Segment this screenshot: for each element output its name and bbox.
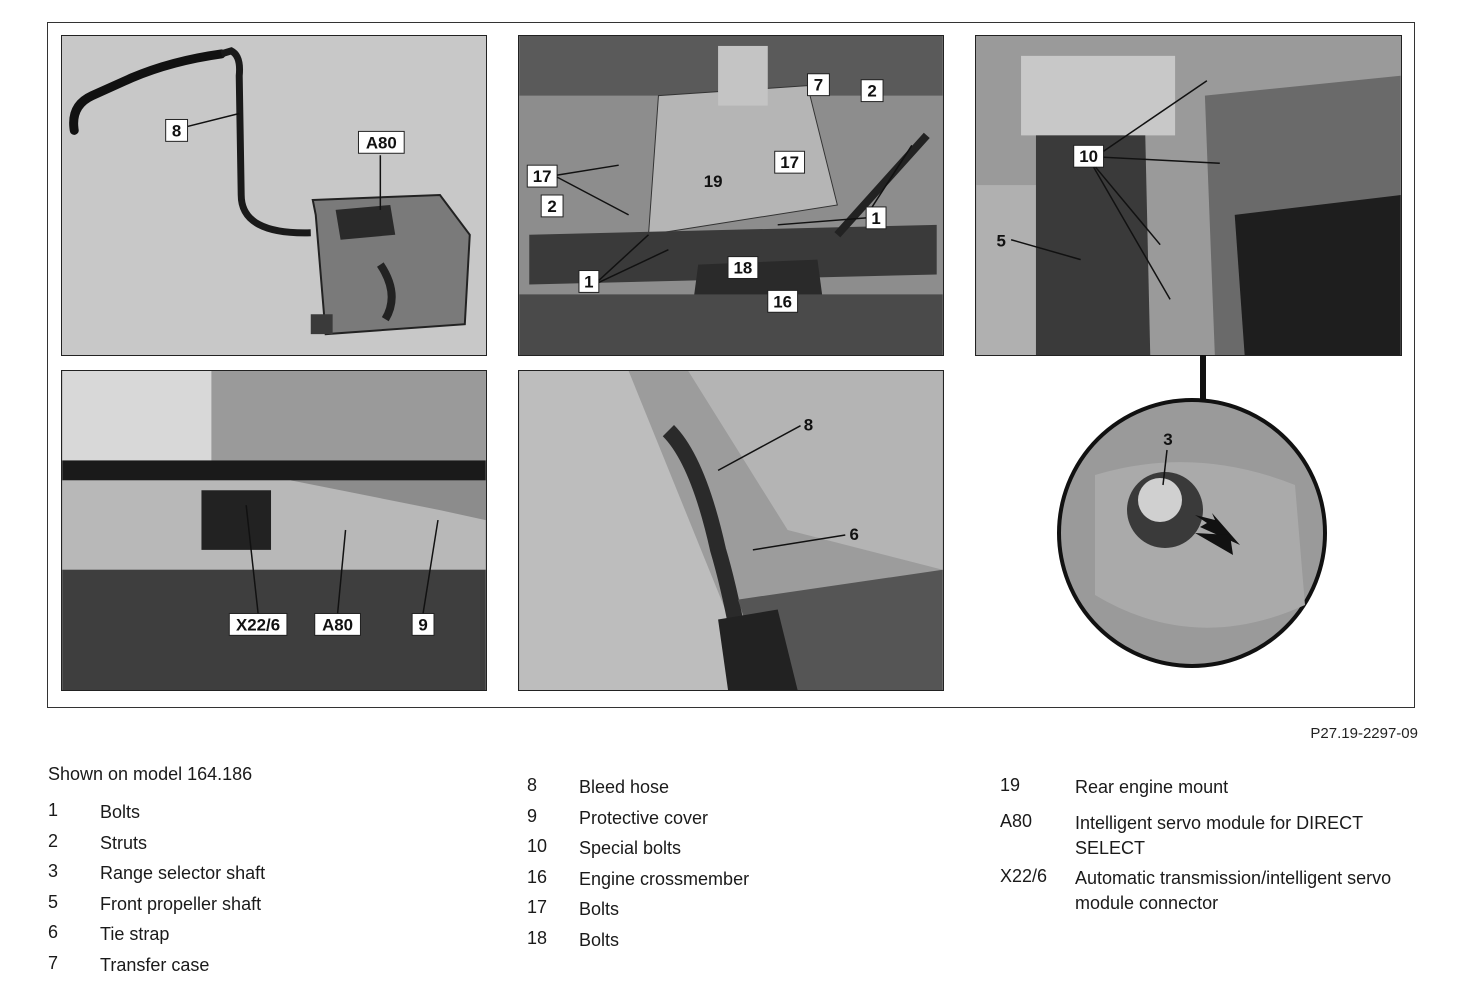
callout-17-right: 17	[780, 153, 799, 172]
legend-column-3: 19 Rear engine mount A80 Intelligent servo…	[1000, 775, 1420, 921]
legend-value: Bleed hose	[579, 777, 670, 797]
callout-5: 5	[996, 232, 1005, 251]
legend-value: Transfer case	[100, 954, 210, 975]
legend-key: 2	[48, 830, 59, 851]
callout-8: 8	[804, 416, 813, 435]
figure-id: P27.19-2297-09	[1310, 725, 1418, 742]
legend-row: 17 Bolts	[527, 897, 927, 928]
propeller-shaft-illustration: 10 5	[976, 36, 1401, 355]
callout-x22-6: X22/6	[236, 615, 280, 634]
legend-value: Intelligent servo module for DIRECT SELE…	[1075, 813, 1363, 858]
legend-row: 18 Bolts	[527, 928, 927, 959]
callout-16: 16	[773, 292, 792, 311]
legend-column-1: 1 Bolts 2 Struts 3 Range selector shaft 5 Fr…	[48, 800, 448, 983]
legend-row: 2 Struts	[48, 831, 448, 862]
arrow-icon	[1195, 533, 1233, 555]
legend-key: 7	[48, 952, 59, 973]
legend-key: 17	[527, 897, 548, 917]
callout-2-left: 2	[547, 197, 556, 216]
legend-value: Automatic transmission/intelligent servo…	[1075, 868, 1392, 913]
callout-18: 18	[734, 259, 753, 278]
legend-value: Bolts	[579, 929, 620, 950]
legend-row: X22/6 Automatic transmission/intelligent …	[1000, 866, 1420, 921]
panel-servo-module-overview: 8 A80	[61, 35, 487, 356]
callout-9: 9	[418, 615, 427, 634]
legend-key: 5	[48, 891, 59, 912]
legend-key: X22/6	[1000, 866, 1048, 886]
legend-value: Bolts	[579, 899, 620, 919]
legend-key: 3	[48, 861, 59, 881]
connector-illustration: X22/6 A80 9	[62, 371, 486, 690]
callout-10: 10	[1079, 147, 1098, 166]
panel-transfer-case-underside: 7 2 17 19 17 2 1 1 18 16	[518, 35, 944, 356]
legend-value: Special bolts	[579, 838, 682, 858]
legend-row: 10 Special bolts	[527, 836, 927, 867]
legend-key: 16	[527, 866, 548, 887]
callout-a80: A80	[366, 133, 397, 152]
panel-bleed-hose: 8 6	[518, 370, 944, 691]
callout-7: 7	[814, 76, 823, 95]
legend-value: Rear engine mount	[1075, 777, 1229, 797]
legend-row: 7 Transfer case	[48, 953, 448, 984]
legend-key: 9	[527, 805, 538, 826]
legend-value: Protective cover	[579, 807, 709, 828]
legend-row: 5 Front propeller shaft	[48, 892, 448, 923]
legend-value: Tie strap	[100, 924, 170, 944]
legend-key: 8	[527, 775, 538, 795]
legend-key: 19	[1000, 775, 1021, 795]
callout-1-left: 1	[584, 272, 593, 291]
legend-key: A80	[1000, 811, 1033, 831]
callout-6: 6	[850, 525, 859, 544]
legend-value: Engine crossmember	[579, 868, 750, 889]
panel-connector-closeup: X22/6 A80 9	[61, 370, 487, 691]
panel-propeller-shaft: 10 5	[975, 35, 1402, 356]
transfer-case-illustration: 7 2 17 19 17 2 1 1 18 16	[519, 36, 943, 355]
legend-heading: Shown on model 164.186	[48, 764, 253, 784]
bleed-hose-illustration: 8 6	[519, 371, 943, 690]
legend-row: 6 Tie strap	[48, 922, 448, 953]
callout-1-right: 1	[871, 209, 880, 228]
legend-key: 1	[48, 800, 59, 820]
figure-frame	[47, 22, 1415, 708]
legend-value: Struts	[100, 832, 148, 853]
legend-row: 3 Range selector shaft	[48, 861, 448, 892]
legend-column-2: 8 Bleed hose 9 Protective cover 10 Special …	[527, 775, 927, 958]
legend-row: 19 Rear engine mount	[1000, 775, 1420, 811]
legend-row: 1 Bolts	[48, 800, 448, 831]
legend-row: 8 Bleed hose	[527, 775, 927, 806]
legend-row: 16 Engine crossmember	[527, 867, 927, 898]
callout-19: 19	[704, 172, 723, 191]
legend-value: Bolts	[100, 802, 141, 822]
callout-17-left: 17	[533, 167, 552, 186]
servo-module-illustration: 8 A80	[62, 36, 486, 355]
legend-value: Front propeller shaft	[100, 893, 262, 914]
callout-3: 3	[1163, 430, 1172, 449]
legend-key: 18	[527, 927, 548, 948]
callout-2-top: 2	[867, 82, 876, 101]
panel-selector-shaft-detail: 3	[1057, 355, 1327, 668]
legend-key: 10	[527, 836, 548, 856]
legend-row: 9 Protective cover	[527, 806, 927, 837]
legend-value: Range selector shaft	[100, 863, 266, 883]
legend-row: A80 Intelligent servo module for DIRECT S…	[1000, 811, 1420, 866]
legend-key: 6	[48, 922, 59, 942]
callout-8: 8	[172, 121, 181, 140]
callout-a80: A80	[322, 615, 353, 634]
